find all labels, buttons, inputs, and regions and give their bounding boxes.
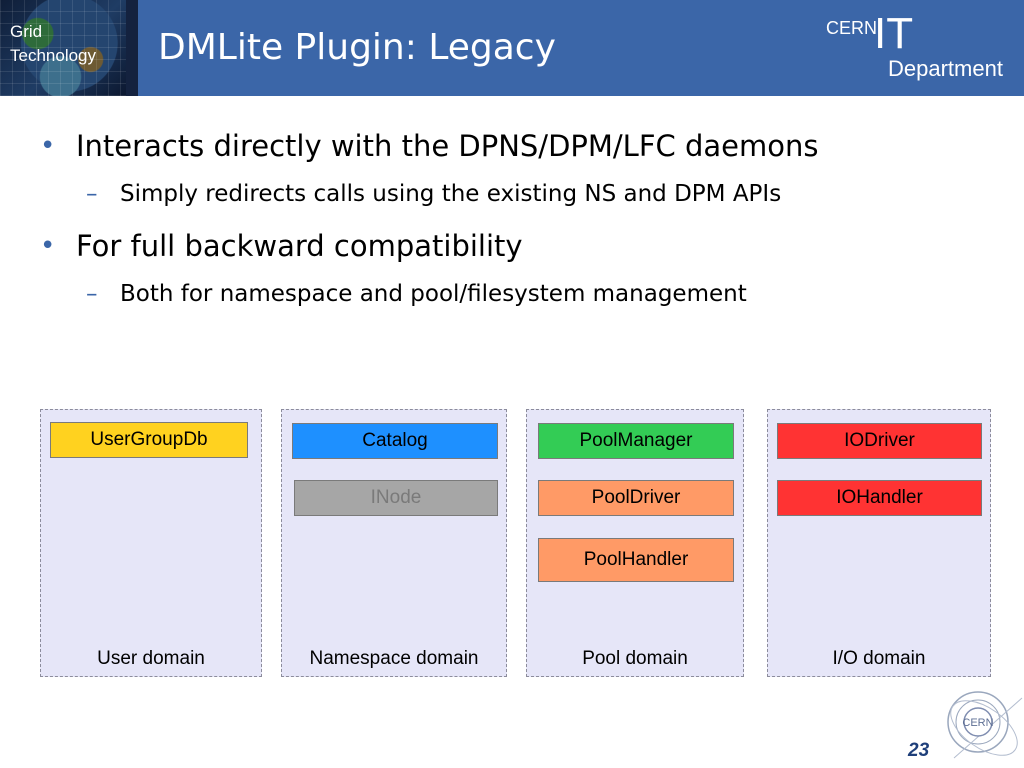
cern-seal-icon: CERN [947, 691, 1023, 759]
grid-technology-logo-text: Grid Technology [10, 20, 96, 68]
inode-component: INode [294, 480, 498, 516]
iodriver-component: IODriver [777, 423, 982, 459]
page-number: 23 [908, 740, 930, 761]
sub-bullet-text: Simply redirects calls using the existin… [120, 181, 782, 207]
logo-text-line1: Grid [10, 22, 43, 41]
slide-title: DMLite Plugin: Legacy [158, 27, 556, 68]
usergroupdb-component: UserGroupDb [50, 422, 248, 458]
department-logo-text: Department [888, 56, 1003, 81]
sub-bullet-marker: – [86, 181, 98, 207]
cern-seal-text: CERN [962, 717, 993, 729]
bullet-marker: • [40, 131, 56, 161]
sub-bullet-item: – Both for namespace and pool/filesystem… [86, 276, 1000, 312]
user-domain-box: UserGroupDb User domain [40, 409, 262, 677]
namespace-domain-box: Catalog INode Namespace domain [281, 409, 507, 677]
poolmanager-component: PoolManager [538, 423, 734, 459]
slide-header: Grid Technology DMLite Plugin: Legacy CE… [0, 0, 1024, 96]
it-logo-text: IT [874, 9, 914, 58]
bullet-item: • For full backward compatibility [40, 226, 1000, 266]
bullet-text: For full backward compatibility [76, 229, 523, 263]
bullet-item: • Interacts directly with the DPNS/DPM/L… [40, 126, 1000, 166]
user-domain-label: User domain [97, 648, 205, 669]
pool-domain-box: PoolManager PoolDriver PoolHandler Pool … [526, 409, 744, 677]
bullet-marker: • [40, 231, 56, 261]
cern-it-department-logo: CERN IT Department [826, 8, 1024, 88]
bullet-text: Interacts directly with the DPNS/DPM/LFC… [76, 129, 819, 163]
pool-domain-label: Pool domain [582, 648, 688, 669]
sub-bullet-text: Both for namespace and pool/filesystem m… [120, 281, 747, 307]
cern-logo-text: CERN [826, 18, 878, 38]
io-domain-label: I/O domain [832, 648, 926, 669]
grid-technology-logo: Grid Technology [0, 0, 126, 96]
catalog-component: Catalog [292, 423, 498, 459]
poolhandler-component: PoolHandler [538, 538, 734, 582]
namespace-domain-label: Namespace domain [309, 648, 479, 669]
sub-bullet-marker: – [86, 281, 98, 307]
io-domain-box: IODriver IOHandler I/O domain [767, 409, 991, 677]
sub-bullet-item: – Simply redirects calls using the exist… [86, 176, 1000, 212]
logo-text-line2: Technology [10, 46, 97, 65]
iohandler-component: IOHandler [777, 480, 982, 516]
bullet-list: • Interacts directly with the DPNS/DPM/L… [40, 126, 1000, 326]
pooldriver-component: PoolDriver [538, 480, 734, 516]
